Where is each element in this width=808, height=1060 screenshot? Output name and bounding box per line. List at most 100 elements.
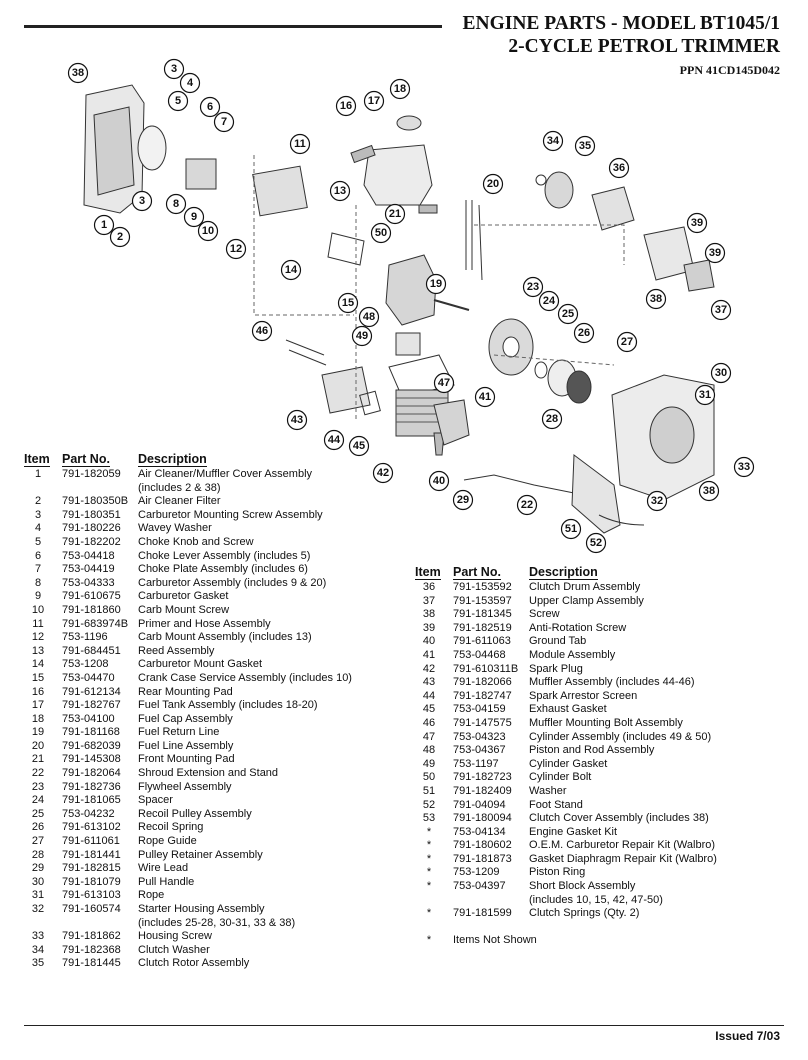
- part-description: Recoil Spring: [138, 821, 204, 834]
- item-number: 19: [31, 726, 45, 739]
- table-header: Item Part No. Description: [24, 453, 364, 468]
- svg-text:3: 3: [171, 63, 177, 75]
- callout-51: 51: [560, 518, 582, 540]
- part-description: Choke Knob and Screw: [138, 535, 254, 548]
- part-description: Pull Handle: [138, 875, 195, 888]
- callout-26: 26: [573, 322, 595, 344]
- svg-text:37: 37: [715, 304, 727, 316]
- part-number: 791-04094: [453, 798, 506, 811]
- part-description: Flywheel Assembly: [138, 780, 232, 793]
- part-description: Foot Stand: [529, 798, 583, 811]
- callout-27: 27: [616, 331, 638, 353]
- part-number: 753-1209: [453, 866, 500, 879]
- callout-49: 49: [351, 325, 373, 347]
- part-description: Carb Mount Screw: [138, 603, 230, 616]
- item-number: 10: [31, 603, 45, 616]
- svg-text:14: 14: [285, 264, 298, 276]
- svg-text:38: 38: [650, 293, 662, 305]
- carb-gasket-shape: [327, 232, 365, 266]
- muffler-shape: [321, 366, 371, 414]
- part-number: 753-04232: [62, 807, 115, 820]
- part-description: Piston Ring: [529, 866, 586, 879]
- part-number: 791-612134: [62, 685, 121, 698]
- svg-text:2: 2: [117, 231, 123, 243]
- svg-text:6: 6: [207, 101, 213, 113]
- callout-21: 21: [384, 203, 406, 225]
- callout-32: 32: [646, 490, 668, 512]
- svg-text:12: 12: [230, 243, 242, 255]
- part-description-continued: (includes 2 & 38): [138, 481, 221, 494]
- callout-50: 50: [370, 222, 392, 244]
- part-description: Exhaust Gasket: [529, 703, 607, 716]
- part-description: Module Assembly: [529, 648, 616, 661]
- svg-text:10: 10: [202, 225, 214, 237]
- callout-7: 7: [213, 111, 235, 133]
- part-number: 753-04159: [453, 703, 506, 716]
- item-number: 40: [422, 635, 436, 648]
- part-description: Anti-Rotation Screw: [529, 621, 627, 634]
- item-number: 52: [422, 798, 436, 811]
- part-description: Spark Arrestor Screen: [529, 689, 638, 702]
- svg-text:46: 46: [256, 325, 268, 337]
- carburetor-shape: [185, 158, 217, 190]
- svg-text:51: 51: [565, 523, 577, 535]
- part-description: Air Cleaner/Muffler Cover Assembly: [138, 468, 313, 480]
- item-number: 7: [34, 563, 42, 576]
- item-number: 34: [31, 943, 45, 956]
- svg-text:9: 9: [191, 211, 197, 223]
- item-number: 1: [34, 468, 42, 480]
- part-number: 791-611061: [62, 835, 120, 848]
- svg-text:4: 4: [187, 77, 194, 89]
- part-number: 753-04419: [62, 563, 115, 576]
- table-row: 52 791-04094 Foot Stand: [415, 799, 775, 813]
- item-number: *: [426, 866, 432, 879]
- item-number: 17: [31, 699, 45, 712]
- callout-14: 14: [280, 259, 302, 281]
- part-description: Spacer: [138, 794, 173, 807]
- callout-28: 28: [541, 408, 563, 430]
- part-number: 791-182747: [453, 689, 512, 702]
- part-number: 791-182767: [62, 699, 121, 712]
- callout-23: 23: [522, 276, 544, 298]
- header-item: Item: [24, 452, 50, 467]
- part-number: 753-04134: [453, 825, 506, 838]
- part-description: Carburetor Mount Gasket: [138, 658, 263, 671]
- svg-text:38: 38: [72, 67, 84, 79]
- part-number: 791-181445: [62, 957, 121, 970]
- item-number: 9: [34, 590, 42, 603]
- part-description: Carb Mount Assembly (includes 13): [138, 631, 312, 644]
- callout-10: 10: [197, 220, 219, 242]
- callout-38: 38: [67, 62, 89, 84]
- part-description: Clutch Rotor Assembly: [138, 957, 250, 970]
- part-description: Recoil Pulley Assembly: [138, 807, 252, 820]
- module-shape: [433, 399, 470, 446]
- item-number: 47: [422, 730, 436, 743]
- part-number: 753-04468: [453, 648, 506, 661]
- part-number: 791-182368: [62, 943, 121, 956]
- part-description: Choke Plate Assembly (includes 6): [138, 563, 308, 576]
- part-description: Upper Clamp Assembly: [529, 594, 644, 607]
- part-description-continued: (includes 25-28, 30-31, 33 & 38): [138, 916, 296, 929]
- svg-text:11: 11: [294, 138, 306, 150]
- svg-text:48: 48: [363, 311, 375, 323]
- item-number: 27: [31, 835, 45, 848]
- callout-45: 45: [348, 435, 370, 457]
- item-number: 28: [31, 848, 45, 861]
- part-number: 791-181599: [453, 907, 512, 920]
- svg-text:50: 50: [375, 227, 387, 239]
- callout-38: 38: [698, 480, 720, 502]
